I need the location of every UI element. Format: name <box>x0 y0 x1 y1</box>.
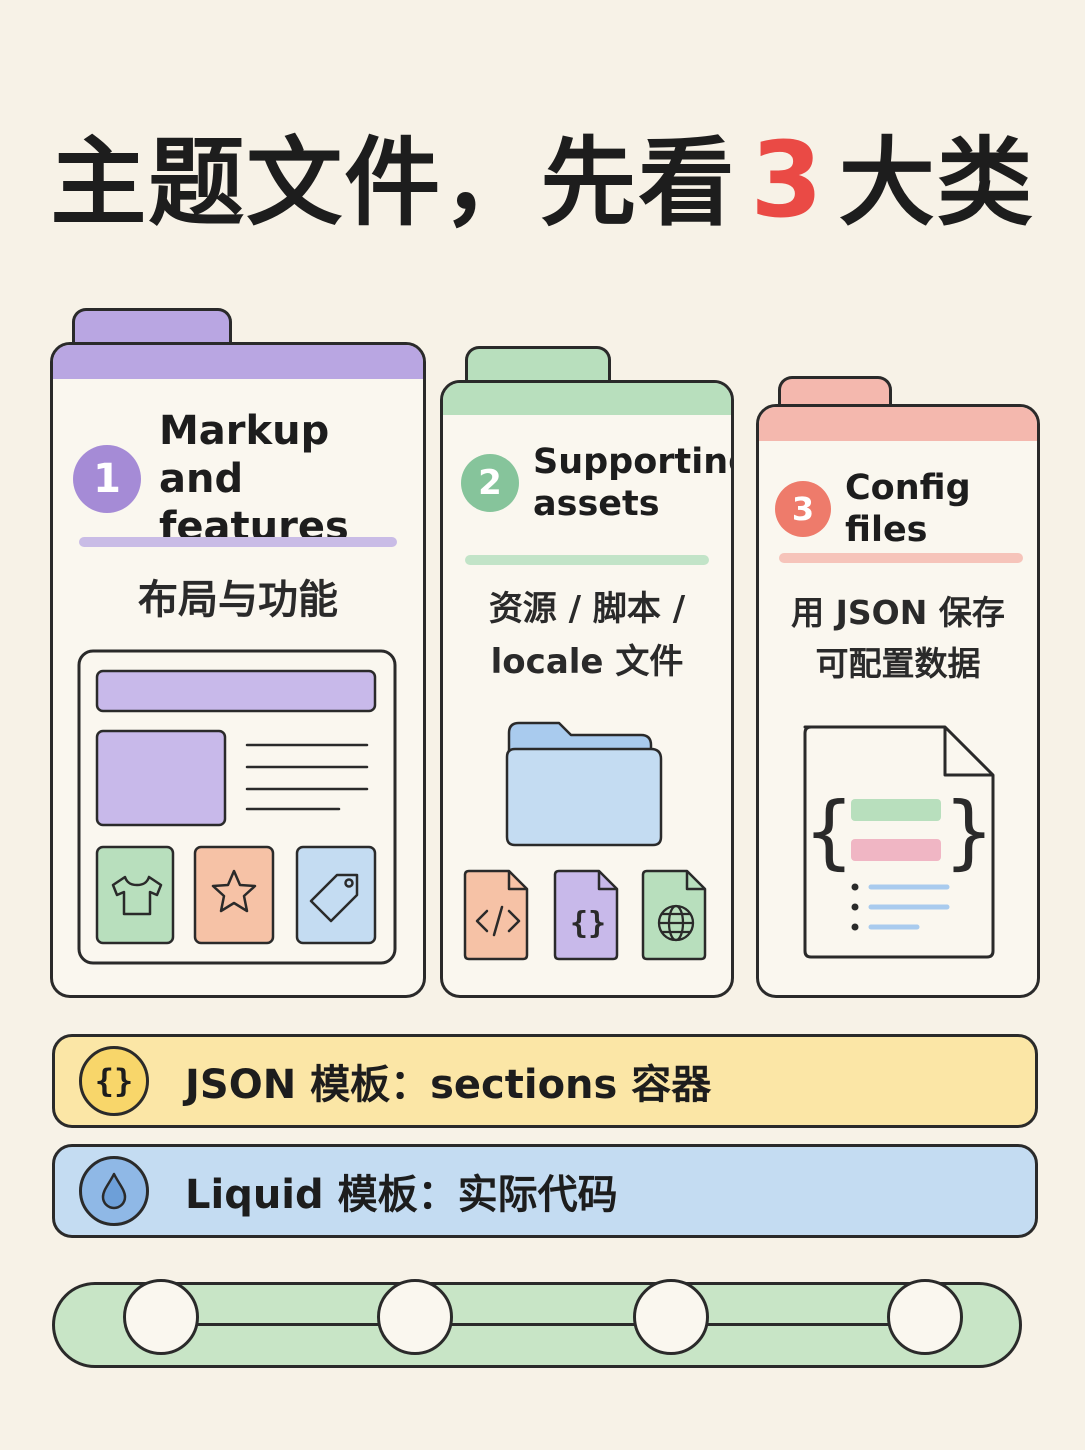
star-icon <box>211 869 257 913</box>
globe-icon <box>657 904 695 942</box>
card-3-subtitle: 用 JSON 保存 可配置数据 <box>759 587 1037 689</box>
card-3-band <box>759 407 1037 441</box>
card-1-subtitle-line-1: 布局与功能 <box>138 577 338 623</box>
track-stop-3 <box>633 1279 709 1355</box>
json-template-bar: {} JSON 模板：sections 容器 <box>52 1034 1038 1128</box>
card-2-divider <box>465 555 709 565</box>
card-3-title: Config files <box>845 467 1037 551</box>
mockup-header-bar <box>95 669 377 713</box>
title-number: 3 <box>750 119 825 241</box>
open-brace-icon: { <box>804 785 855 878</box>
mockup-image-block <box>95 729 227 827</box>
card-2-subtitle: 资源 / 脚本 / locale 文件 <box>443 583 731 688</box>
card-3-header: 3 Config files <box>775 467 1037 551</box>
liquid-template-label: Liquid 模板：实际代码 <box>185 1172 618 1218</box>
card-2-title-line-1: Supporting <box>533 442 734 482</box>
card-1-subtitle: 布局与功能 <box>53 569 423 631</box>
card-2-band <box>443 383 731 415</box>
card-2-subtitle-line-2: locale 文件 <box>490 641 684 682</box>
tshirt-icon <box>111 875 163 916</box>
locale-file-icon <box>641 869 707 961</box>
svg-text:{}: {} <box>570 906 606 941</box>
card-supporting-assets: 2 Supporting assets 资源 / 脚本 / locale 文件 … <box>440 380 734 998</box>
card-2-header: 2 Supporting assets <box>461 441 734 525</box>
card-1-title-line-1: Markup and <box>159 408 330 502</box>
liquid-drop-icon <box>79 1156 149 1226</box>
layout-mockup-illustration <box>77 649 397 965</box>
json-template-label: JSON 模板：sections 容器 <box>185 1062 712 1108</box>
mockup-tile-blue <box>295 845 377 945</box>
card-3-number-badge: 3 <box>775 481 831 537</box>
mockup-tile-green <box>95 845 175 945</box>
card-2-tab <box>465 346 611 386</box>
card-1-header: 1 Markup and features <box>73 407 423 551</box>
card-1-number-badge: 1 <box>73 445 141 513</box>
track-stop-4 <box>887 1279 963 1355</box>
title-suffix: 大类 <box>838 127 1035 239</box>
script-file-icon: {} <box>553 869 619 961</box>
card-config-files: 3 Config files 用 JSON 保存 可配置数据 { } <box>756 404 1040 998</box>
title-prefix: 主题文件，先看 <box>50 127 737 239</box>
track-line <box>185 1323 889 1326</box>
mockup-tile-orange <box>193 845 275 945</box>
card-1-divider <box>79 537 397 547</box>
liquid-template-bar: Liquid 模板：实际代码 <box>52 1144 1038 1238</box>
braces-icon: {} <box>79 1046 149 1116</box>
card-2-title-line-2: assets <box>533 484 660 524</box>
card-3-subtitle-line-2: 可配置数据 <box>815 644 981 684</box>
card-1-title: Markup and features <box>159 407 423 551</box>
card-markup-features: 1 Markup and features 布局与功能 <box>50 342 426 998</box>
close-brace-icon: } <box>944 785 995 878</box>
card-3-divider <box>779 553 1023 563</box>
code-file-icon <box>463 869 529 961</box>
card-2-title: Supporting assets <box>533 441 734 525</box>
card-1-band <box>53 345 423 379</box>
track-stop-1 <box>123 1279 199 1355</box>
card-3-subtitle-line-1: 用 JSON 保存 <box>791 593 1005 632</box>
card-3-title-line-1: Config files <box>845 468 971 550</box>
track-stop-2 <box>377 1279 453 1355</box>
tag-icon <box>309 873 359 923</box>
card-2-number-badge: 2 <box>461 454 519 512</box>
config-file-icon: { } <box>803 725 995 959</box>
progress-track <box>52 1279 1022 1368</box>
card-2-subtitle-line-1: 资源 / 脚本 / <box>488 589 686 629</box>
folder-icon <box>505 721 663 847</box>
